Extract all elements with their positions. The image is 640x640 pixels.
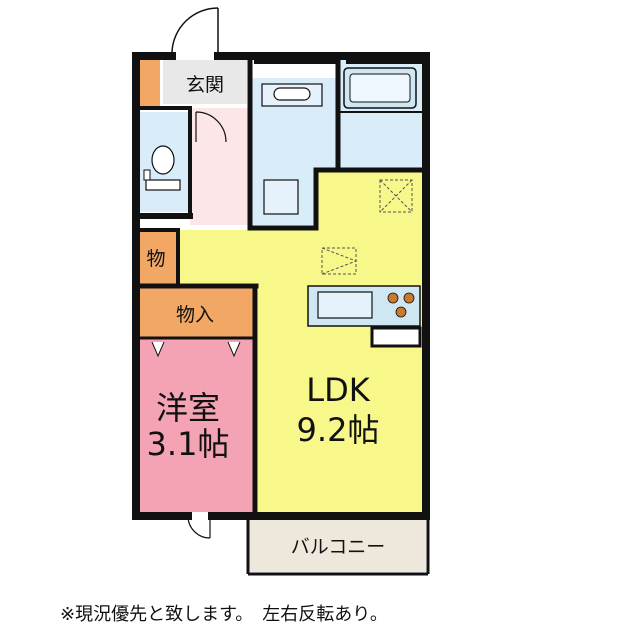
- label-ldk: LDK: [306, 371, 370, 409]
- ldk-floor: [178, 170, 422, 512]
- label-ldk-size: 9.2帖: [296, 411, 380, 449]
- western-room: [138, 338, 253, 512]
- hall-door: [195, 111, 227, 143]
- label-genkan: 玄関: [185, 74, 224, 96]
- label-western-room: 洋室: [155, 389, 220, 427]
- storage-closet: [138, 288, 253, 338]
- storage-corner: [138, 60, 160, 108]
- kitchen-counter: [307, 285, 421, 327]
- refrigerator-space: [370, 326, 422, 348]
- smoke-detector-mark: [321, 247, 358, 275]
- label-monoire: 物入: [175, 304, 214, 326]
- bathtub: [343, 67, 417, 109]
- entrance-door-swing: [171, 7, 219, 53]
- label-balcony: バルコニー: [290, 536, 386, 558]
- bedroom-door: [187, 515, 211, 539]
- washbasin: [261, 83, 323, 107]
- entrance-hall: [190, 108, 248, 225]
- walls: [132, 52, 430, 520]
- label-western-room-size: 3.1帖: [146, 425, 230, 463]
- ventilation-mark: [379, 179, 413, 213]
- toilet: [143, 145, 181, 191]
- closet-door-marks: [151, 341, 241, 358]
- storage-small: [138, 232, 176, 284]
- washing-machine-pan: [263, 179, 299, 215]
- entrance-floor: [163, 60, 247, 104]
- label-mono: 物: [146, 248, 166, 270]
- balcony-floor: [248, 516, 426, 572]
- disclaimer-note: ※現況優先と致します。 左右反転あり。: [60, 604, 388, 625]
- balcony-rail: [246, 513, 430, 576]
